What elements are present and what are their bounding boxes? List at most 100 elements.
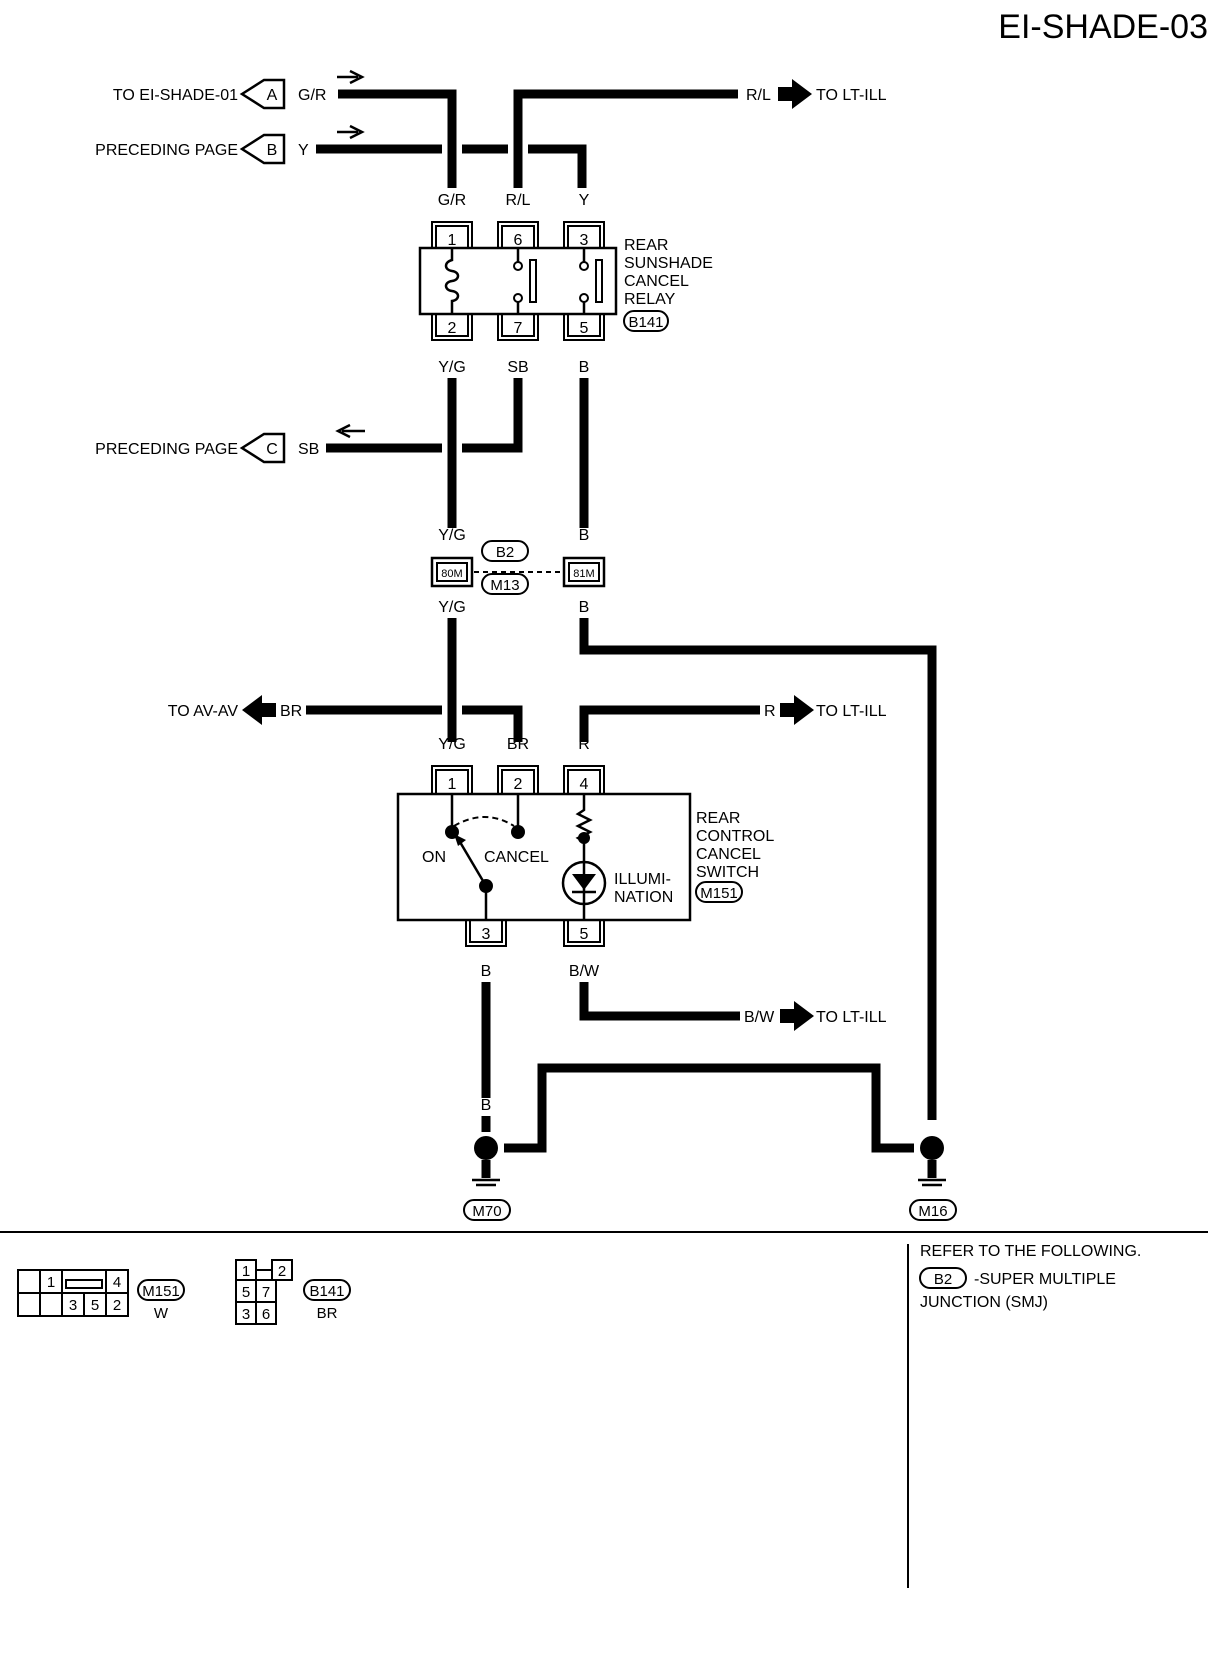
- ground-symbol-icon: [918, 1178, 946, 1187]
- wire-bw: [579, 982, 740, 1021]
- connector-a-arrow-icon: [239, 78, 286, 110]
- wire-color-rl: R/L: [746, 87, 771, 104]
- relay-connector-badge: [623, 310, 669, 332]
- junction-wire-label-above-right: B: [579, 527, 590, 544]
- wire-b-to-m16: [579, 618, 937, 1120]
- switch-pin-5: 5: [580, 926, 589, 943]
- output-r-destination: TO LT-ILL: [816, 703, 887, 720]
- relay-wire-label-1: G/R: [438, 192, 466, 209]
- wire-color-b: Y: [298, 142, 309, 159]
- b141-pin-5: 5: [242, 1284, 250, 1301]
- m151-pin-4: 4: [113, 1274, 121, 1291]
- output-arrow-icon: [242, 695, 276, 725]
- wire-color-a: G/R: [298, 87, 326, 104]
- connector-b-group: PRECEDING PAGE B Y: [95, 124, 365, 165]
- ground-m70: M70: [463, 1116, 511, 1221]
- relay-coil-icon: [444, 248, 460, 314]
- junction-wire-label-below-right: B: [579, 599, 590, 616]
- b141-pin-1: 1: [242, 1263, 250, 1280]
- illumination-led-icon: [561, 794, 607, 920]
- ground-m16-wire-label-1: B: [871, 1097, 882, 1114]
- ground-m70-wire-label-2: B: [537, 1097, 548, 1114]
- wire-br: [306, 705, 523, 742]
- relay-wire-label-3: Y: [579, 192, 590, 209]
- b141-pin-2: 2: [278, 1263, 286, 1280]
- switch-name-line-1: REAR: [696, 810, 740, 827]
- ground-symbol-icon: [472, 1178, 500, 1187]
- junction-terminal-left-id: 80M: [441, 568, 462, 580]
- ground-m70-wire-label-1: B: [481, 1097, 492, 1114]
- relay-name-line-1: REAR: [624, 237, 668, 254]
- output-br-destination: TO AV-AV: [168, 703, 239, 720]
- connector-c-arrow-icon: [239, 432, 286, 464]
- rear-sunshade-cancel-relay: 1 6 3 2 7 5: [418, 221, 618, 341]
- signal-direction-arrow-icon: [335, 423, 365, 439]
- wire-sb: [326, 378, 523, 453]
- reference-connector-badge: [919, 1267, 967, 1289]
- reference-item-text: -SUPER MULTIPLE: [974, 1271, 1116, 1288]
- switch-connector-badge: [695, 881, 743, 903]
- ground-m70-id: M70: [472, 1203, 501, 1220]
- connector-a-group: TO EI-SHADE-01 A G/R: [113, 69, 365, 110]
- ground-m70-badge: [463, 1199, 511, 1221]
- output-arrow-icon: [778, 79, 812, 109]
- switch-cancel-label: CANCEL: [484, 849, 549, 866]
- switch-on-label: ON: [422, 849, 446, 866]
- super-multiple-junction: 80M 81M B2 M13: [430, 540, 606, 595]
- input-c-destination: PRECEDING PAGE: [95, 441, 238, 458]
- junction-connector-id: B2: [496, 544, 514, 561]
- switch-contact-icon: [445, 794, 525, 920]
- wire-color-bw: B/W: [744, 1009, 775, 1026]
- reference-heading: REFER TO THE FOLLOWING.: [920, 1243, 1141, 1260]
- switch-wire-label-2: BR: [507, 736, 529, 753]
- wire-gr: [338, 89, 457, 188]
- b141-pin-3: 3: [242, 1306, 250, 1323]
- switch-name-line-4: SWITCH: [696, 864, 759, 881]
- junction-terminal-left: [430, 556, 474, 588]
- junction-terminal-right-id: 81M: [573, 568, 594, 580]
- relay-wire-label-5: B: [579, 359, 590, 376]
- relay-pin-5: 5: [580, 320, 589, 337]
- relay-wire-label-7: SB: [507, 359, 528, 376]
- wire-r: [579, 705, 760, 742]
- connector-view-b141: 1 2 5 7 3 6 B141 BR: [235, 1259, 351, 1325]
- b141-view-id: B141: [309, 1283, 344, 1300]
- output-bw-destination: TO LT-ILL: [816, 1009, 887, 1026]
- junction-wire-label-above-left: Y/G: [438, 527, 466, 544]
- m151-view-id: M151: [142, 1283, 180, 1300]
- wire-color-br: BR: [280, 703, 302, 720]
- rear-control-cancel-switch: 1 2 4 ON CANCEL ILLUMI- NATION 3: [396, 765, 692, 947]
- relay-pin-3: 3: [580, 232, 589, 249]
- b141-view-badge: [303, 1279, 351, 1301]
- junction-harness-id: M13: [490, 577, 519, 594]
- switch-pin-4: 4: [580, 776, 589, 793]
- ground-m16-id: M16: [918, 1203, 947, 1220]
- junction-harness-badge: [481, 573, 529, 595]
- switch-name-line-3: CANCEL: [696, 846, 761, 863]
- relay-pin-6: 6: [514, 232, 523, 249]
- relay-pin-2: 2: [448, 320, 457, 337]
- connector-a-tag: A: [267, 87, 278, 104]
- connector-latch-icon: [65, 1279, 103, 1289]
- switch-wire-label-1: Y/G: [438, 736, 466, 753]
- connector-c-tag: C: [266, 441, 278, 458]
- m151-pin-2: 2: [113, 1297, 121, 1314]
- switch-pin-2: 2: [514, 776, 523, 793]
- relay-contact-icon: [513, 248, 603, 314]
- relay-wire-label-2: Y/G: [438, 359, 466, 376]
- connector-b-arrow-icon: [239, 133, 286, 165]
- switch-wire-label-5: B/W: [569, 963, 600, 980]
- relay-pin-1: 1: [448, 232, 457, 249]
- junction-connector-badge: [481, 540, 529, 562]
- reference-connector-id: B2: [934, 1271, 952, 1288]
- wire-color-c: SB: [298, 441, 319, 458]
- m151-pin-3: 3: [69, 1297, 77, 1314]
- output-rl-destination: TO LT-ILL: [816, 87, 887, 104]
- ground-m16-wire-label-2: B: [927, 1097, 938, 1114]
- connector-view-m151: 1 4 3 5 2 M151 W: [17, 1269, 185, 1322]
- reference-item-text-line-2: JUNCTION (SMJ): [920, 1294, 1048, 1311]
- relay-name-line-4: RELAY: [624, 291, 676, 308]
- relay-wire-label-6: R/L: [506, 192, 531, 209]
- ground-m16: M16: [909, 1136, 957, 1221]
